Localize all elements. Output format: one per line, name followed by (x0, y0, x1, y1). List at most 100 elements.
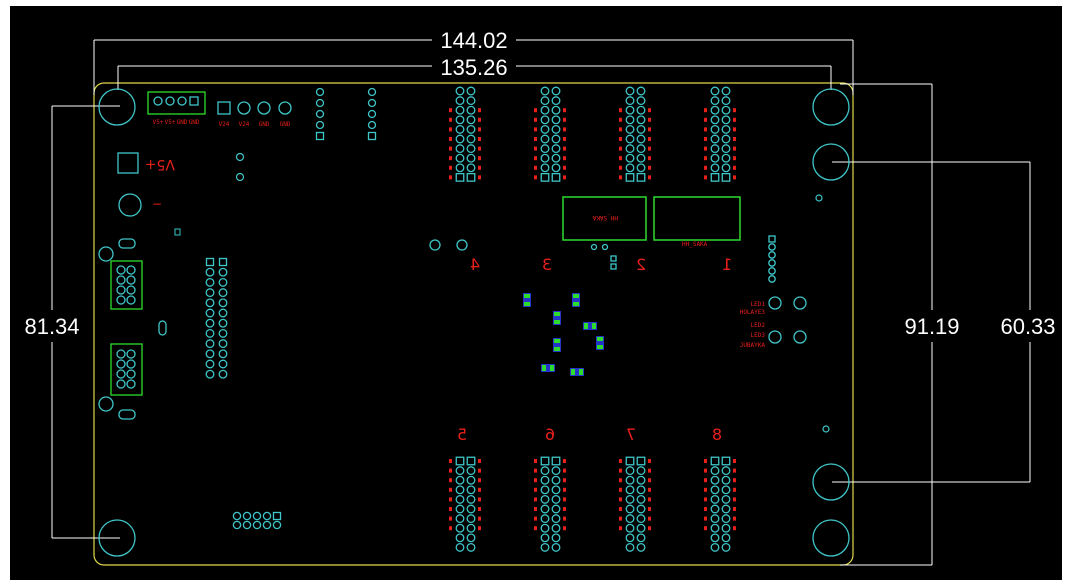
pad (242, 511, 252, 521)
pad (540, 86, 550, 96)
pad (540, 466, 550, 476)
power-pad (257, 101, 271, 115)
dimension-top-outer (93, 39, 854, 95)
power-header-pad (153, 96, 163, 106)
pad (625, 485, 635, 495)
header-pad (315, 131, 325, 141)
pin-marker (704, 497, 707, 502)
pad (625, 494, 635, 504)
led-label: LED3 (751, 332, 766, 339)
smd-component (583, 322, 597, 330)
square-pad (455, 456, 465, 466)
pad (218, 298, 228, 308)
pad (455, 466, 465, 476)
pin-marker (449, 127, 452, 132)
pad (218, 328, 228, 338)
pad (721, 466, 731, 476)
terminal-pad (126, 359, 136, 369)
pad (721, 153, 731, 163)
header-pad (367, 87, 377, 97)
pin-marker (563, 146, 566, 151)
pad (205, 277, 215, 287)
pad (551, 533, 561, 543)
module-right (653, 196, 741, 241)
pad (466, 504, 476, 514)
top-vertical-headers (315, 87, 377, 141)
pin-marker (449, 117, 452, 122)
pad (455, 144, 465, 154)
small-via-1 (235, 152, 245, 162)
pad (466, 86, 476, 96)
pad (466, 514, 476, 524)
pad (252, 511, 262, 521)
pin-marker (534, 175, 537, 180)
pin-marker (733, 117, 736, 122)
upper-connector (534, 86, 566, 182)
power-pad (278, 101, 292, 115)
pin-marker (619, 468, 622, 473)
pin-marker (704, 165, 707, 170)
pad (636, 86, 646, 96)
pad (455, 105, 465, 115)
power-pad-label: GND (259, 121, 270, 128)
pin-marker (563, 156, 566, 161)
pad (710, 523, 720, 533)
terminal-pad (116, 285, 126, 295)
pad (636, 124, 646, 134)
pad (540, 96, 550, 106)
terminal-pad (126, 379, 136, 389)
pin-marker (733, 487, 736, 492)
lower-connector (534, 456, 566, 552)
header-bottom-left (232, 511, 282, 530)
pad (205, 308, 215, 318)
power-header-pad (165, 96, 175, 106)
pad (710, 533, 720, 543)
pad (466, 523, 476, 533)
pin-marker (449, 468, 452, 473)
upper-connector (449, 86, 481, 182)
pad (625, 124, 635, 134)
pin-marker (534, 127, 537, 132)
pin-marker (478, 478, 481, 483)
square-pad (625, 456, 635, 466)
board-outline (93, 82, 854, 566)
pin-marker (534, 117, 537, 122)
pin-marker (478, 117, 481, 122)
pad (636, 523, 646, 533)
pad (721, 124, 731, 134)
smd-component (596, 336, 604, 350)
pad (232, 511, 242, 521)
pad (721, 86, 731, 96)
right-small-vias (815, 194, 830, 433)
pin-marker (563, 516, 566, 521)
pad (636, 96, 646, 106)
dimension-top-inner (117, 65, 832, 90)
pin-marker (619, 497, 622, 502)
pin-marker (648, 146, 651, 151)
pad (455, 494, 465, 504)
pin-marker (563, 468, 566, 473)
pin-marker (733, 156, 736, 161)
pad (625, 163, 635, 173)
pin-marker (619, 117, 622, 122)
connector-number: 7 (626, 425, 636, 444)
pin-marker (449, 516, 452, 521)
pin-marker (478, 165, 481, 170)
pad (636, 485, 646, 495)
pad (721, 542, 731, 552)
pin-marker (704, 156, 707, 161)
pin-marker (704, 507, 707, 511)
pad (455, 523, 465, 533)
pin-marker (563, 478, 566, 483)
pad (455, 163, 465, 173)
pad (466, 494, 476, 504)
pad (218, 308, 228, 318)
pin-marker (704, 468, 707, 473)
square-pad (540, 456, 550, 466)
v5-label: V5+ (145, 156, 175, 172)
pad (551, 86, 561, 96)
square-pad (551, 172, 561, 182)
pad (721, 144, 731, 154)
dimension-right-outer-label: 91.19 (904, 314, 959, 339)
